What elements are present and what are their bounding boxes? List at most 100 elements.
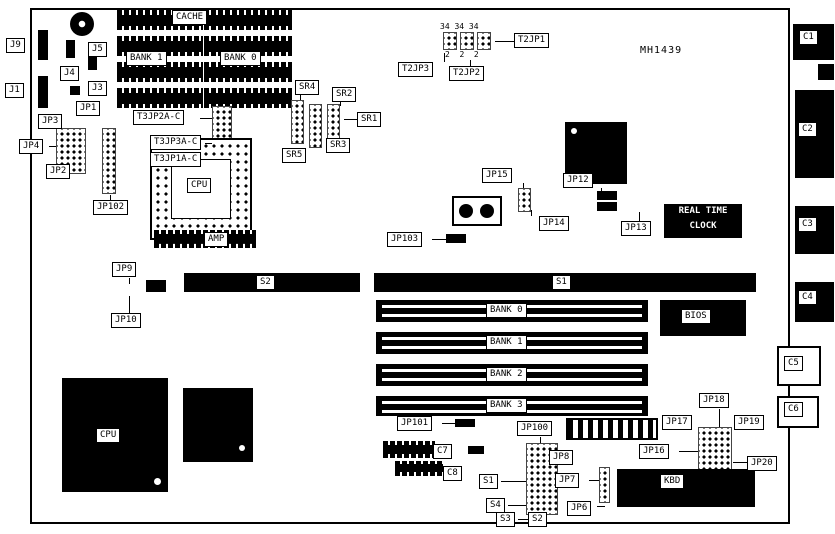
label-jp3: JP3 <box>38 114 63 129</box>
connector-c5 <box>777 346 821 386</box>
label-jp9-leader-line <box>129 278 130 284</box>
label-s4-bottom-leader-line <box>508 505 526 506</box>
label-jp17: JP17 <box>662 415 692 430</box>
label-jp101-leader-line <box>442 423 455 424</box>
label-sr2: SR2 <box>332 87 357 102</box>
label-jp19: JP19 <box>734 415 764 430</box>
label-bank1-cache: BANK 1 <box>126 51 167 66</box>
label-jp4: JP4 <box>19 139 44 154</box>
companion-chip <box>183 388 253 462</box>
label-jp20-leader-line <box>733 462 747 463</box>
j3-part <box>70 86 80 95</box>
label-jp14: JP14 <box>539 216 569 231</box>
label-sr2-leader-line <box>340 102 341 106</box>
label-s3-bottom-leader-line <box>518 519 528 520</box>
label-c8: C8 <box>443 466 462 481</box>
label-jp6-leader-line <box>597 506 605 507</box>
jp103-part <box>446 234 466 243</box>
jp6-pins <box>599 467 610 503</box>
c7-chip <box>383 441 435 458</box>
label-jp10-leader-line <box>129 296 130 313</box>
chip-pin1-dot <box>154 478 161 485</box>
label-j3: J3 <box>88 81 107 96</box>
jp101-pins <box>455 419 475 427</box>
label-sr3: SR3 <box>326 138 351 153</box>
label-j1: J1 <box>5 83 24 98</box>
label-jp13-leader-line <box>639 212 640 221</box>
jp15-pins <box>518 188 531 212</box>
cache-chip <box>204 62 292 82</box>
label-t2jp3-leader-line <box>444 53 445 62</box>
label-sr1: SR1 <box>357 112 382 127</box>
label-j5: J5 <box>88 42 107 57</box>
rtc-line1: REAL TIME <box>678 206 728 216</box>
chip-pin1-dot <box>239 445 245 451</box>
label-t2jp2-leader-line <box>470 60 471 66</box>
label-bank2: BANK 2 <box>486 367 527 382</box>
jp17-jp20-jumper-block <box>698 427 732 473</box>
label-jp15: JP15 <box>482 168 512 183</box>
sr-jumper-strip-2 <box>309 104 322 148</box>
label-jp18-leader-line <box>719 409 720 427</box>
label-c5: C5 <box>784 356 803 371</box>
label-t3jp3ac-leader-line <box>205 143 212 144</box>
label-s1-slot: S1 <box>552 275 571 290</box>
jp102-jumper-strip <box>102 128 116 194</box>
label-cpu-chip: CPU <box>96 428 121 443</box>
label-c2: C2 <box>798 122 817 137</box>
j9-connector <box>38 30 48 60</box>
mounting-hole <box>70 12 94 36</box>
dip-switch-bank <box>566 418 658 440</box>
label-j9: J9 <box>6 38 25 53</box>
t2jp1-pins <box>477 32 491 50</box>
label-s1-bottom: S1 <box>479 474 498 489</box>
kbd-controller <box>617 469 755 507</box>
cache-chip <box>117 88 203 108</box>
label-jp2: JP2 <box>46 164 71 179</box>
label-s3-bottom: S3 <box>496 512 515 527</box>
chip-pin1-dot <box>571 128 577 134</box>
label-jp7-leader-line <box>589 480 599 481</box>
j4-part <box>88 57 97 70</box>
label-sr1-leader-line <box>344 119 357 120</box>
label-jp101: JP101 <box>397 416 433 431</box>
capacitor-dot <box>480 204 494 218</box>
label-c7: C7 <box>433 444 452 459</box>
c7-pins <box>468 446 484 454</box>
label-jp16-leader-line <box>679 451 698 452</box>
label-jp7: JP7 <box>555 473 580 488</box>
label-jp13: JP13 <box>621 221 651 236</box>
cache-chip <box>117 62 203 82</box>
capacitor-dot <box>459 204 473 218</box>
label-jp1: JP1 <box>76 101 101 116</box>
t2jp3-pins <box>443 32 457 50</box>
jp9-jumper <box>146 280 166 292</box>
label-sr4-leader-line <box>300 95 301 100</box>
label-bank0-cache: BANK 0 <box>220 51 261 66</box>
label-jp12-leader-line <box>601 188 602 192</box>
label-jp18: JP18 <box>699 393 729 408</box>
c8-chip <box>395 461 443 476</box>
label-mh1439: MH1439 <box>640 45 683 56</box>
label-t2jp1: T2JP1 <box>514 33 550 48</box>
label-sr4: SR4 <box>295 80 320 95</box>
label-c3: C3 <box>798 217 817 232</box>
label-t3jp2ac: T3JP2A-C <box>133 110 185 125</box>
label-jp103: JP103 <box>387 232 423 247</box>
label-jp10: JP10 <box>111 313 141 328</box>
label-t2jp3: T2JP3 <box>398 62 434 77</box>
label-jp16: JP16 <box>639 444 669 459</box>
label-jp15-leader-line <box>523 183 524 188</box>
cache-chip <box>204 10 292 30</box>
sr-jumper-strip-1 <box>291 100 304 144</box>
label-t3jp2ac-leader-line <box>200 118 212 119</box>
j5-part <box>66 40 75 58</box>
real-time-clock-chip: REAL TIME CLOCK <box>664 204 742 238</box>
label-s2-slot: S2 <box>256 275 275 290</box>
label-t3jp1ac-leader-line <box>205 159 212 160</box>
label-cpu-socket: CPU <box>187 178 212 193</box>
jp13-jumper <box>597 202 617 211</box>
label-pins-34: 34 34 34 <box>440 22 479 31</box>
label-cache: CACHE <box>172 10 208 25</box>
